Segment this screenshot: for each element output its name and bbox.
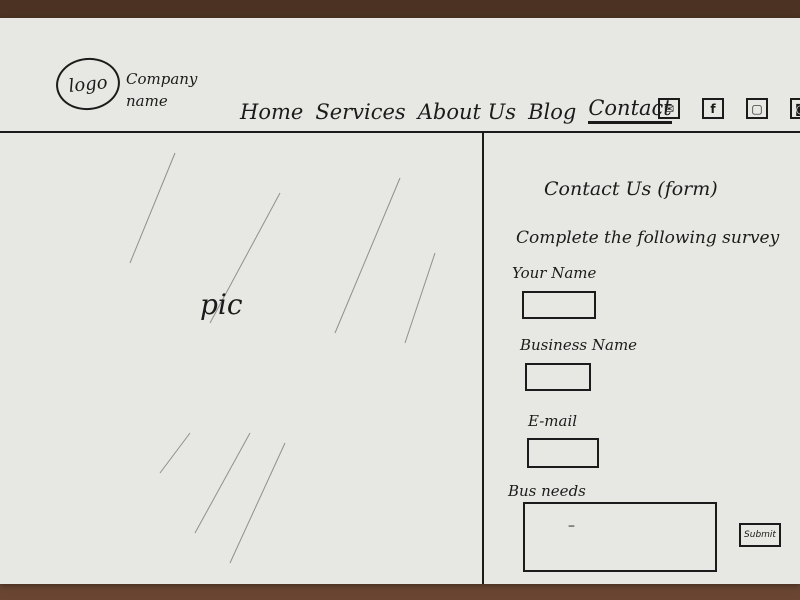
submit-button[interactable]: Submit	[739, 523, 781, 547]
hatch-line	[404, 252, 436, 344]
bus-needs-label: Bus needs	[508, 482, 586, 500]
nav-item-contact[interactable]: Contact	[588, 96, 672, 124]
business-name-input[interactable]	[525, 363, 591, 391]
instagram-icon[interactable]: ◙	[790, 98, 800, 119]
hatch-line	[129, 152, 176, 264]
form-title: Contact Us (form)	[544, 178, 718, 200]
nav-item-blog[interactable]: Blog	[528, 100, 577, 124]
textarea-cursor-mark: –	[568, 518, 575, 534]
business-name-label: Business Name	[520, 336, 638, 354]
linkedin-icon[interactable]: ▢	[746, 98, 768, 119]
mail-icon[interactable]: ✉	[658, 98, 680, 119]
email-input[interactable]	[527, 438, 599, 468]
bus-needs-textarea[interactable]: –	[523, 502, 717, 572]
nav-item-services[interactable]: Services	[315, 100, 406, 124]
social-links: ✉ f ▢ ◙	[658, 98, 800, 119]
hatch-line	[334, 177, 401, 334]
column-divider	[482, 133, 484, 584]
your-name-label: Your Name	[512, 264, 597, 282]
hatch-line	[229, 442, 286, 564]
facebook-icon[interactable]: f	[702, 98, 724, 119]
sketch-paper: logo Company name Home Services About Us…	[0, 18, 800, 584]
email-label: E-mail	[528, 412, 578, 430]
pic-placeholder-label: pic	[200, 288, 243, 321]
form-subtitle: Complete the following survey	[516, 228, 780, 248]
header-divider	[0, 131, 800, 133]
picture-hatching	[129, 152, 436, 564]
main-nav: Home Services About Us Blog Contact	[240, 96, 672, 124]
company-name: Company name	[126, 70, 198, 110]
nav-item-about-us[interactable]: About Us	[417, 100, 517, 124]
logo-text: logo	[67, 71, 109, 97]
hatch-line	[159, 432, 191, 474]
nav-item-home[interactable]: Home	[240, 100, 304, 124]
hero-picture: pic	[0, 133, 482, 584]
hatch-line	[209, 192, 281, 324]
hatch-line	[194, 432, 251, 534]
logo[interactable]: logo	[53, 54, 123, 114]
your-name-input[interactable]	[522, 291, 596, 319]
